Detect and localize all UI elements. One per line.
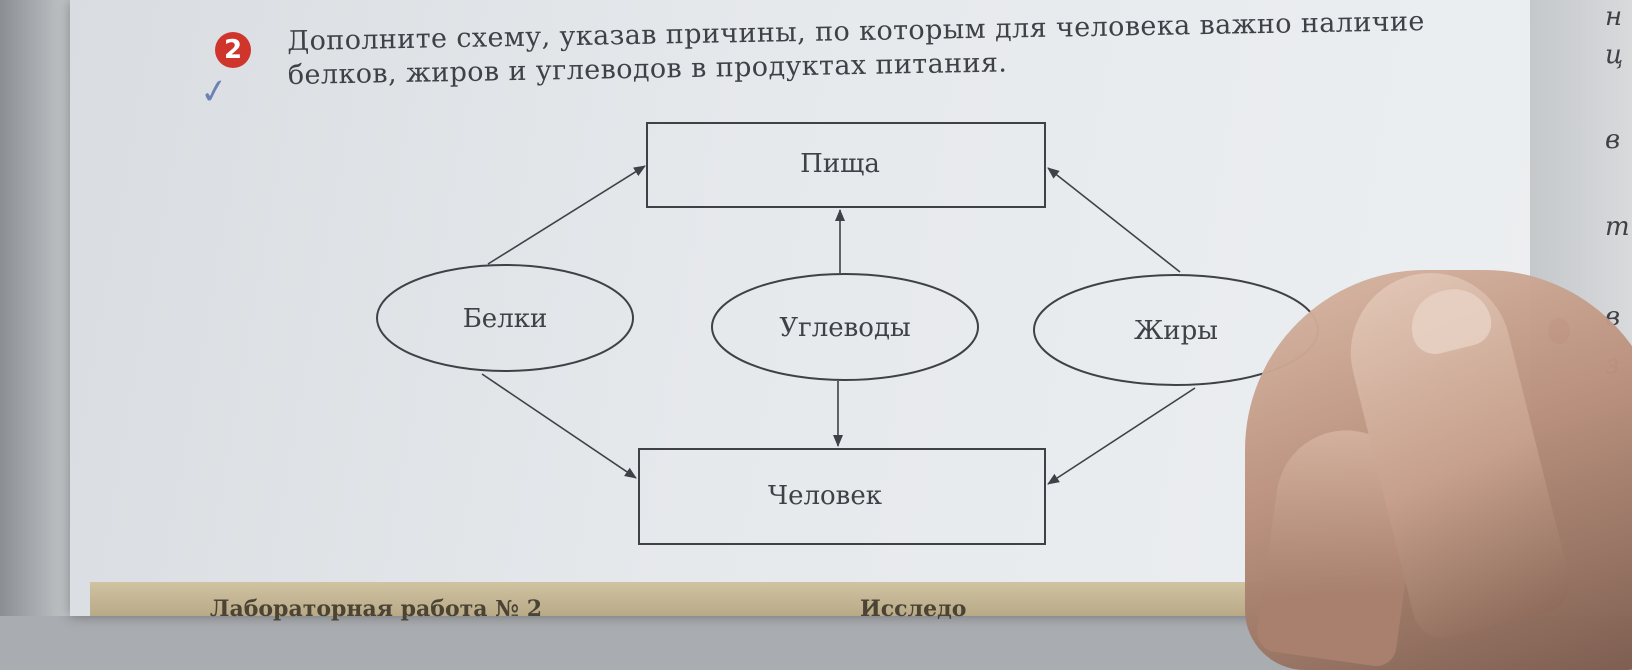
margin-letter: т bbox=[1605, 212, 1630, 242]
food-box bbox=[646, 122, 1046, 208]
task-number-badge: 2 bbox=[215, 32, 251, 68]
carbohydrates-oval bbox=[711, 273, 979, 381]
proteins-label: Белки bbox=[463, 304, 548, 334]
next-section-title: Исследо bbox=[860, 596, 967, 622]
arrow-proteins-to-food bbox=[487, 165, 646, 265]
lab-work-title: Лабораторная работа № 2 bbox=[210, 596, 543, 622]
margin-letter: ц bbox=[1605, 40, 1624, 70]
arrow-proteins-to-human bbox=[481, 373, 637, 479]
food-box-label: Пища bbox=[800, 149, 880, 179]
arrow-fats-to-human bbox=[1047, 387, 1196, 485]
margin-letter: в bbox=[1605, 125, 1621, 155]
fats-label: Жиры bbox=[1134, 316, 1218, 346]
carbohydrates-label: Углеводы bbox=[779, 313, 910, 343]
nutrition-diagram: Пища Человек Белки Углеводы Жиры bbox=[376, 122, 1319, 545]
arrow-fats-to-food bbox=[1047, 167, 1181, 273]
book-spine-shadow bbox=[0, 0, 70, 616]
human-box-label: Человек bbox=[768, 481, 882, 511]
proteins-oval bbox=[376, 264, 634, 372]
margin-letter: н bbox=[1605, 2, 1623, 32]
human-box bbox=[638, 448, 1046, 545]
